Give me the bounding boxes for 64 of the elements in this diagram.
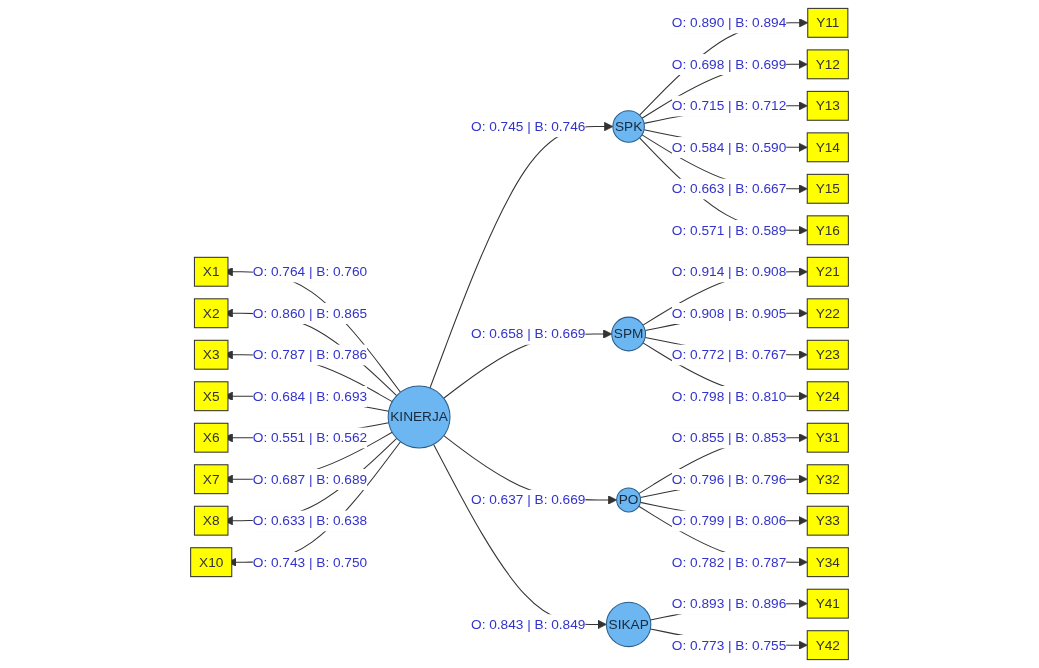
edge-label: O: 0.637 | B: 0.669 [471,491,586,508]
node-circle: SIKAP [605,601,652,648]
edge-label: O: 0.893 | B: 0.896 [671,595,787,612]
node-box: Y13 [806,90,849,121]
node-box: X5 [193,381,229,412]
node-box: Y21 [806,256,849,287]
edge-label: O: 0.787 | B: 0.786 [252,346,368,363]
node-box: Y34 [806,547,849,578]
node-box: X1 [193,256,229,287]
node-circle: KINERJA [387,385,451,449]
edge-label: O: 0.663 | B: 0.667 [671,180,787,197]
edge-label: O: 0.743 | B: 0.750 [252,554,368,570]
node-circle: PO [616,487,642,513]
edge-label: O: 0.551 | B: 0.562 [252,429,368,446]
edge-label: O: 0.772 | B: 0.767 [671,346,787,363]
edge-label: O: 0.584 | B: 0.590 [671,139,787,155]
edge-label: O: 0.799 | B: 0.806 [671,512,787,529]
node-box: Y12 [806,49,849,80]
node-box: X6 [193,422,229,453]
edge-label: O: 0.860 | B: 0.865 [252,305,368,321]
edge-label: O: 0.773 | B: 0.755 [671,637,787,653]
edge-label: O: 0.908 | B: 0.905 [671,305,787,321]
arrow [432,443,607,630]
edge-label: O: 0.745 | B: 0.746 [471,118,586,135]
node-box: Y41 [806,588,849,619]
node-box: X7 [193,464,229,495]
node-box: X2 [193,298,229,329]
edge-label: O: 0.715 | B: 0.712 [671,97,787,114]
edge-label: O: 0.633 | B: 0.638 [252,512,368,529]
edge-label: O: 0.698 | B: 0.699 [671,56,787,72]
node-circle: SPM [611,316,647,352]
node-box: Y22 [806,298,849,329]
edge-label: O: 0.571 | B: 0.589 [671,222,787,238]
arrow [641,59,808,119]
edge-label: O: 0.782 | B: 0.787 [671,554,787,570]
arrow [642,267,808,326]
edge-label: O: 0.796 | B: 0.796 [671,471,787,487]
node-box: Y15 [806,173,849,204]
edge-label: O: 0.798 | B: 0.810 [671,388,787,404]
edge-label: O: 0.684 | B: 0.693 [252,388,368,404]
node-box: Y23 [806,339,849,370]
node-box: Y11 [807,7,849,38]
arrow [642,342,808,401]
arrow [638,505,808,567]
edge-label: O: 0.890 | B: 0.894 [671,14,787,31]
arrow [641,134,808,194]
edge-label: O: 0.843 | B: 0.849 [471,616,586,633]
node-circle: SPK [612,110,645,143]
edge-label: O: 0.855 | B: 0.853 [671,429,787,446]
edge-label: O: 0.914 | B: 0.908 [671,263,787,280]
node-box: Y24 [806,381,849,412]
node-box: Y16 [806,215,849,246]
node-box: X3 [193,339,229,370]
node-box: Y32 [806,464,849,495]
node-box: Y33 [806,505,849,536]
edge-label: O: 0.687 | B: 0.689 [252,471,368,487]
node-box: X8 [193,505,229,536]
node-box: Y14 [806,132,849,163]
node-box: Y31 [806,422,849,453]
edge-label: O: 0.658 | B: 0.669 [471,325,586,342]
node-box: X10 [190,547,233,578]
edge-label: O: 0.764 | B: 0.760 [252,263,368,280]
arrow [638,433,808,495]
node-box: Y42 [806,630,849,661]
